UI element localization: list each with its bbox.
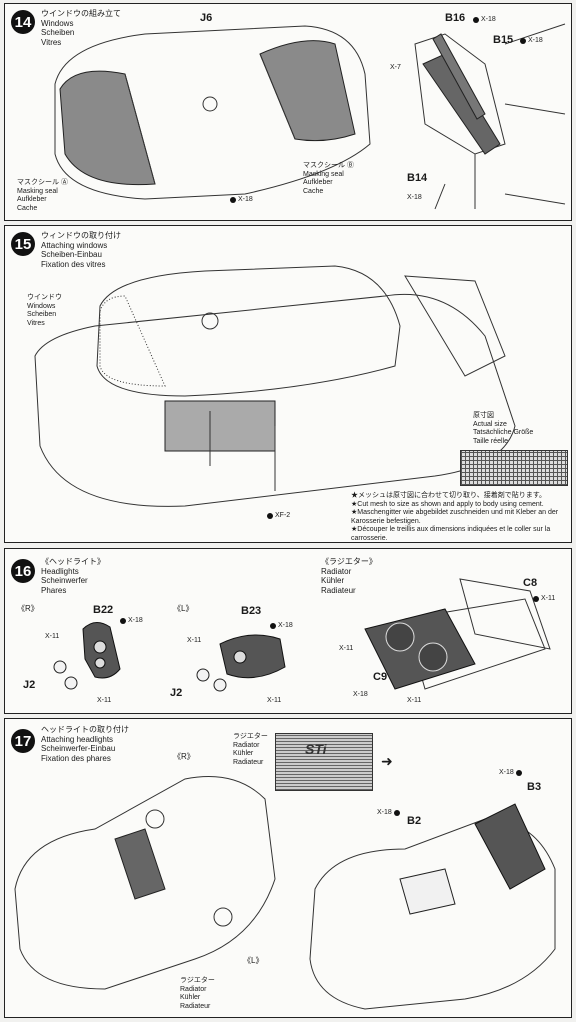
step-number: 14 [11, 10, 35, 34]
sti-logo: STi [305, 741, 327, 757]
masking-seal-a-label: マスクシール Ⓐ Masking seal Aufkleber Cache [17, 179, 68, 212]
window-label: ウインドウ Windows Scheiben Vitres [27, 294, 62, 327]
step-title: ウインドウの組み立て Windows Scheiben Vitres [41, 9, 121, 47]
part-b22-label: B22 [93, 604, 114, 616]
step-title: ヘッドライトの取り付け Attaching headlights Scheinw… [41, 725, 129, 763]
right-side-label: 《R》 [17, 604, 39, 613]
screw-dot-icon [267, 512, 273, 519]
headlight-radiator-drawing [53, 578, 551, 692]
mesh-instructions: ★メッシュは原寸図に合わせて切り取り、接着剤で貼ります。 ★Cut mesh t… [351, 492, 559, 542]
screw-x11-rad2: X-11 [407, 697, 422, 704]
screw-x11-rad: X-11 [339, 645, 354, 652]
screw-x18-r: X-18 [120, 617, 143, 624]
screw-dot-icon [520, 37, 526, 44]
part-j2-label-l: J2 [170, 687, 183, 699]
part-j6-label: J6 [200, 12, 213, 24]
step-17-panel: 17 ヘッドライトの取り付け Attaching headlights Sche… [4, 718, 572, 1018]
headlight-install-drawing [14, 776, 556, 1010]
radiator-title: 《ラジエター》 Radiator Kühler Radiateur [321, 557, 377, 595]
step-15-panel: 15 ウィンドウの取り付け Attaching windows Scheiben… [4, 225, 572, 543]
screw-x11-r1: X-11 [45, 633, 60, 640]
screw-x18-rad: X-18 [353, 691, 368, 698]
step-number: 17 [11, 729, 35, 753]
screw-x18-b14: X-18 [407, 194, 422, 201]
part-b3-label: B3 [527, 781, 542, 793]
screw-dot-icon [270, 622, 276, 629]
part-b15-label: B15 [493, 34, 514, 46]
screw-x11-r2: X-11 [97, 697, 112, 704]
arrow-icon: ➜ [381, 753, 393, 769]
part-b14-label: B14 [407, 172, 428, 184]
actual-size-label: 原寸図 Actual size Tatsächliche Größe Taill… [473, 412, 534, 445]
screw-xf2-callout: XF-2 [267, 512, 290, 519]
screw-dot-icon [533, 595, 539, 602]
screw-x11-l1: X-11 [187, 637, 202, 644]
part-c8-label: C8 [523, 577, 538, 589]
screw-x11-c8: X-11 [533, 595, 555, 602]
masking-seal-b-label: マスクシール Ⓑ Masking seal Aufkleber Cache [303, 162, 354, 195]
step-number: 15 [11, 232, 35, 256]
screw-dot-icon [120, 617, 126, 624]
screw-x18-b15: X-18 [520, 37, 543, 44]
step-14-panel: 14 ウインドウの組み立て Windows Scheiben Vitres J6… [4, 3, 572, 221]
radiator-top-label: ラジエター Radiator Kühler Radiateur [233, 733, 268, 766]
screw-dot-icon [230, 196, 236, 203]
step-number: 16 [11, 559, 35, 583]
screw-x7-callout: X-7 [390, 64, 401, 71]
screw-dot-icon [473, 16, 479, 23]
screw-x18-callout: X-18 [230, 196, 253, 203]
screw-x18-b2: X-18 [377, 809, 400, 816]
radiator-grille-image [275, 733, 373, 791]
part-c9-label: C9 [373, 671, 388, 683]
screw-dot-icon [515, 769, 522, 776]
part-b23-label: B23 [241, 605, 262, 617]
left-side-label: 《L》 [173, 604, 194, 613]
step-16-panel: 16 《ヘッドライト》 Headlights Scheinwerfer Phar… [4, 548, 572, 714]
screw-dot-icon [393, 809, 400, 816]
part-j2-label-r: J2 [23, 679, 36, 691]
actual-size-mesh [460, 450, 568, 486]
left-side-label: 《L》 [243, 956, 264, 965]
right-side-label: 《R》 [173, 752, 195, 761]
radiator-bottom-label: ラジエター Radiator Kühler Radiateur [180, 977, 215, 1010]
part-b2-label: B2 [407, 815, 422, 827]
window-assembly-drawing [54, 23, 566, 210]
headlights-title: 《ヘッドライト》 Headlights Scheinwerfer Phares [41, 557, 105, 595]
step-title: ウィンドウの取り付け Attaching windows Scheiben-Ei… [41, 231, 121, 269]
screw-x18-b3: X-18 [499, 769, 522, 776]
screw-x18-b16: X-18 [473, 16, 496, 23]
part-b16-label: B16 [445, 12, 466, 24]
screw-x11-l2: X-11 [267, 697, 282, 704]
body-window-drawing [34, 265, 516, 507]
screw-x18-l: X-18 [270, 622, 293, 629]
